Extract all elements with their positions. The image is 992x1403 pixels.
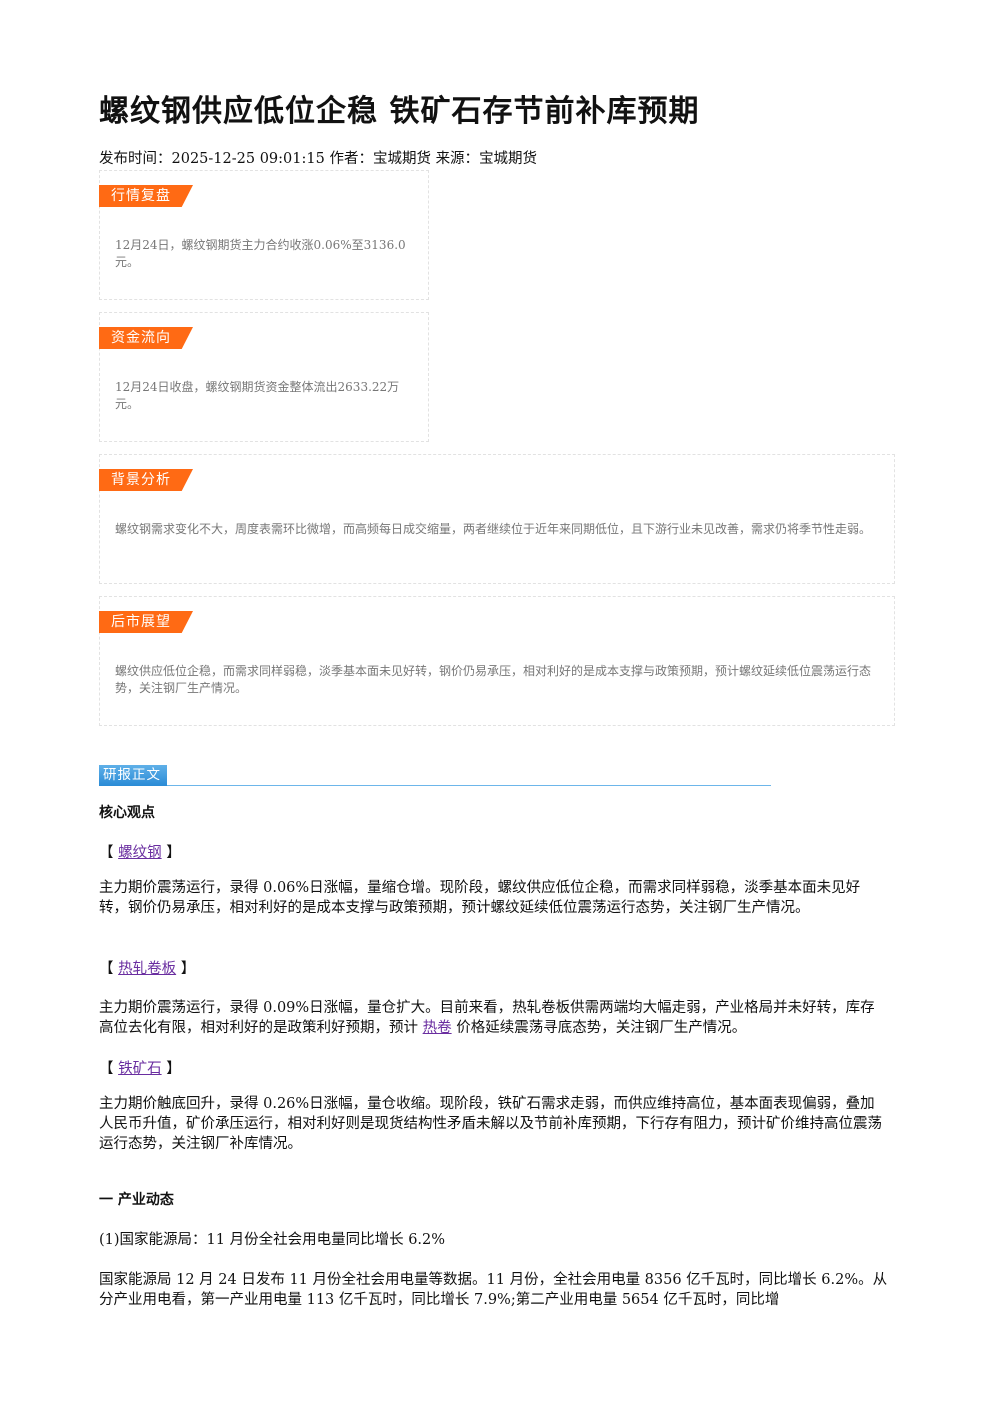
outlook-text: 螺纹供应低位企稳，而需求同样弱稳，淡季基本面未见好转，钢价仍易承压，相对利好的是… [115, 664, 872, 695]
iron-ore-link[interactable]: 铁矿石 [118, 1061, 162, 1077]
background-analysis-text: 螺纹钢需求变化不大，周度表需环比微增，而高频每日成交缩量，两者继续位于近年来同期… [115, 522, 872, 536]
article-title: 螺纹钢供应低位企稳 铁矿石存节前补库预期 [99, 94, 700, 129]
industry-sub1-text: 国家能源局 12 月 24 日发布 11 月份全社会用电量等数据。11 月份，全… [99, 1272, 888, 1308]
item-rebar-text: 主力期价震荡运行，录得 0.06%日涨幅，量缩仓增。现阶段，螺纹供应低位企稳，而… [99, 880, 861, 916]
industry-heading: 一 产业动态 [99, 1192, 174, 1208]
industry-sub1-title: (1)国家能源局：11 月份全社会用电量同比增长 6.2% [99, 1232, 446, 1248]
item-rebar-heading: 【 螺纹钢 】 [99, 843, 889, 863]
bracket-close: 】 [166, 845, 181, 861]
meta-author: 宝城期货 [372, 151, 431, 167]
market-review-tag: 行情复盘 [99, 185, 193, 207]
bracket-open: 【 [99, 961, 114, 977]
bracket-close: 】 [166, 1061, 181, 1077]
fund-flow-text: 12月24日收盘，螺纹钢期货资金整体流出2633.22万元。 [115, 380, 400, 411]
item-hrc-heading: 【 热轧卷板 】 [99, 959, 889, 979]
hrc-inline-link[interactable]: 热卷 [422, 1020, 452, 1036]
item-iron-ore-heading: 【 铁矿石 】 [99, 1059, 889, 1079]
bracket-open: 【 [99, 845, 114, 861]
report-body-divider [99, 785, 771, 786]
report-body-tag: 研报正文 [99, 765, 167, 786]
meta-source-label: 来源： [435, 151, 480, 167]
bracket-close: 】 [180, 961, 196, 977]
outlook-tag: 后市展望 [99, 611, 193, 633]
market-review-text: 12月24日，螺纹钢期货主力合约收涨0.06%至3136.0元。 [115, 238, 406, 269]
fund-flow-tag: 资金流向 [99, 327, 193, 349]
bracket-open: 【 [99, 1061, 114, 1077]
article-meta: 发布时间：2025-12-25 09:01:15 作者：宝城期货 来源：宝城期货 [99, 147, 537, 168]
hrc-link[interactable]: 热轧卷板 [118, 961, 177, 977]
background-analysis-card: 背景分析 螺纹钢需求变化不大，周度表需环比微增，而高频每日成交缩量，两者继续位于… [99, 454, 895, 584]
item-iron-ore-text: 主力期价触底回升，录得 0.26%日涨幅，量仓收缩。现阶段，铁矿石需求走弱，而供… [99, 1096, 882, 1152]
meta-author-label: 作者： [329, 151, 373, 167]
rebar-link[interactable]: 螺纹钢 [118, 845, 162, 861]
fund-flow-card: 资金流向 12月24日收盘，螺纹钢期货资金整体流出2633.22万元。 [99, 312, 429, 442]
meta-time: 2025-12-25 09:01:15 [171, 151, 325, 167]
meta-source: 宝城期货 [479, 151, 538, 167]
hrc-text-before: 主力期价震荡运行，录得 0.09%日涨幅，量仓扩大。目前来看，热轧卷板供需两端均… [99, 1000, 875, 1036]
item-hrc-text: 主力期价震荡运行，录得 0.09%日涨幅，量仓扩大。目前来看，热轧卷板供需两端均… [99, 998, 889, 1038]
market-review-card: 行情复盘 12月24日，螺纹钢期货主力合约收涨0.06%至3136.0元。 [99, 170, 429, 300]
core-view-heading: 核心观点 [99, 805, 155, 821]
meta-time-label: 发布时间： [99, 151, 172, 167]
outlook-card: 后市展望 螺纹供应低位企稳，而需求同样弱稳，淡季基本面未见好转，钢价仍易承压，相… [99, 596, 895, 726]
report-body-header: 研报正文 [99, 765, 771, 789]
background-analysis-tag: 背景分析 [99, 469, 193, 491]
hrc-text-after: 价格延续震荡寻底态势，关注钢厂生产情况。 [456, 1020, 747, 1036]
